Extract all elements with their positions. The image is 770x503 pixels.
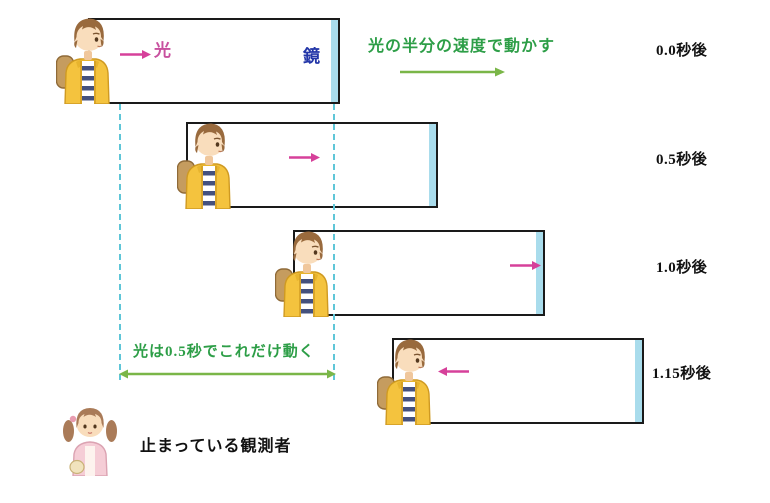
mirror-surface bbox=[331, 20, 338, 102]
mirror-surface bbox=[536, 232, 543, 314]
light-direction-arrow bbox=[120, 50, 151, 59]
light-direction-arrow bbox=[510, 261, 541, 270]
stationary-observer-character bbox=[62, 407, 118, 476]
light-direction-arrow bbox=[289, 153, 320, 162]
moving-observer-character bbox=[275, 230, 329, 317]
time-label-2: 1.0秒後 bbox=[656, 260, 708, 276]
light-label: 光 bbox=[154, 41, 171, 60]
mirror-surface bbox=[635, 340, 642, 422]
time-label-0: 0.0秒後 bbox=[656, 43, 708, 59]
distance-caption: 光は0.5秒でこれだけ動く bbox=[133, 344, 315, 360]
light-clock-box-t3 bbox=[392, 338, 644, 424]
moving-observer-character bbox=[177, 122, 231, 209]
moving-observer-character bbox=[377, 338, 431, 425]
time-label-1: 0.5秒後 bbox=[656, 152, 708, 168]
guide-dashed-line-mirror bbox=[333, 104, 335, 380]
mirror-label: 鏡 bbox=[303, 47, 320, 66]
light-clock-box-t2 bbox=[293, 230, 545, 316]
moving-observer-character bbox=[56, 17, 110, 104]
distance-measure-arrow bbox=[119, 369, 336, 379]
time-label-3: 1.15秒後 bbox=[652, 366, 712, 382]
speed-direction-arrow bbox=[400, 67, 505, 77]
mirror-surface bbox=[429, 124, 436, 206]
speed-caption: 光の半分の速度で動かす bbox=[368, 38, 556, 55]
guide-dashed-line-light-start bbox=[119, 104, 121, 380]
light-direction-arrow-reflected bbox=[438, 367, 469, 376]
observer-caption: 止まっている観測者 bbox=[140, 438, 292, 455]
